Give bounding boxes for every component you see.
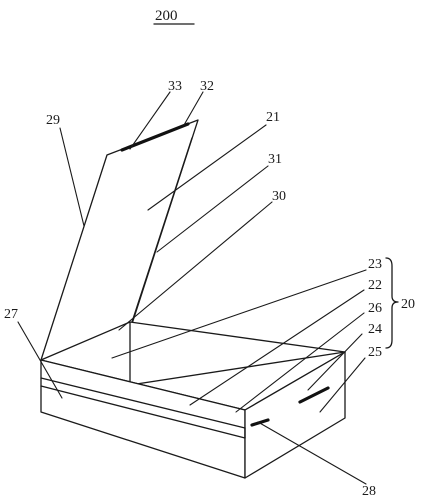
figure-number: 200: [155, 8, 178, 24]
tray-inner-bottom-edge: [129, 351, 346, 386]
label-24: 24: [368, 322, 382, 337]
label-29: 29: [46, 113, 60, 128]
leader-27: [17, 321, 63, 399]
lid-inner-edge: [131, 137, 193, 323]
brace-20: [385, 257, 399, 349]
label-21: 21: [266, 110, 280, 125]
side-strip: [298, 386, 330, 404]
label-25: 25: [368, 345, 382, 360]
leader-30: [118, 201, 273, 331]
label-27: 27: [4, 307, 18, 322]
front-strip: [250, 418, 270, 427]
label-33: 33: [168, 79, 182, 94]
leader-26: [235, 312, 365, 413]
label-32: 32: [200, 79, 214, 94]
front-layer-line-1: [40, 377, 246, 429]
leader-21: [147, 124, 267, 211]
label-23: 23: [368, 257, 382, 272]
leader-23: [111, 269, 367, 359]
leader-33: [129, 91, 171, 150]
base-side-face: [244, 351, 346, 479]
label-22: 22: [368, 278, 382, 293]
label-20: 20: [401, 297, 415, 312]
leader-28: [257, 421, 367, 485]
leader-24: [307, 333, 363, 391]
lid-panel: [40, 119, 199, 361]
label-30: 30: [272, 189, 286, 204]
leader-32: [183, 91, 204, 126]
front-layer-line-2: [40, 385, 246, 439]
label-26: 26: [368, 301, 382, 316]
label-31: 31: [268, 152, 282, 167]
leader-25: [319, 357, 366, 413]
label-28: 28: [362, 484, 376, 499]
leader-29: [59, 127, 85, 227]
leader-22: [189, 289, 365, 406]
leader-31: [156, 165, 269, 253]
